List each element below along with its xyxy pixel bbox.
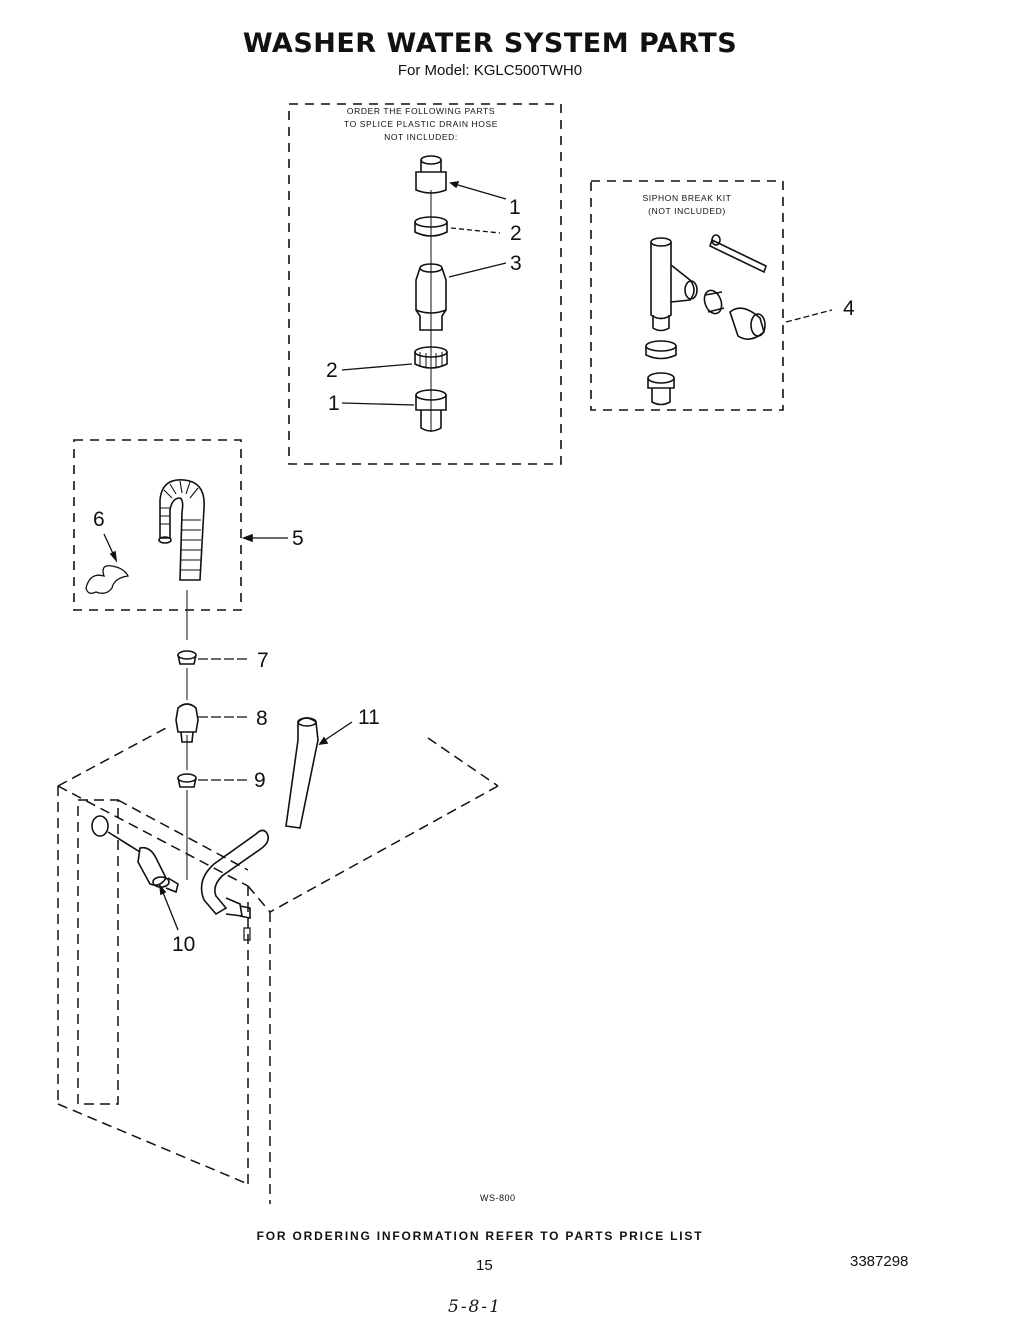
adapter-fitting-bottom [415,389,447,432]
cabinet-small-fitting [243,927,251,941]
siphon-cap [647,372,675,406]
splice-note-line3: NOT INCLUDED: [384,132,458,142]
callout-2-top: 2 [510,222,522,245]
siphon-elbow-adapter [729,307,766,340]
callout-3: 3 [510,252,522,275]
drain-elbow-part10 [107,831,179,894]
page-title: WASHER WATER SYSTEM PARTS [242,28,738,59]
splice-kit-box [288,103,562,465]
washer-cabinet [57,727,499,1204]
drain-hose-kit-box [73,439,242,611]
figure-code: WS-800 [480,1193,516,1203]
drain-port [91,815,109,837]
page-number: 15 [476,1257,493,1274]
siphon-tie-strap [709,234,767,274]
callout-10: 10 [172,933,195,956]
callout-7: 7 [257,649,269,672]
model-subtitle: For Model: KGLC500TWH0 [397,62,583,79]
corrugated-drain-hose [158,479,205,581]
siphon-clamp [703,289,725,315]
callout-6: 6 [93,508,105,531]
drain-adapter-part8 [175,703,199,743]
ordering-info: FOR ORDERING INFORMATION REFER TO PARTS … [256,1229,704,1243]
connector-tube [415,263,447,331]
adapter-fitting-top [415,155,447,194]
callout-4: 4 [843,297,855,320]
hose-clamp-bottom [414,346,448,369]
callout-2-bottom: 2 [326,359,338,382]
siphon-kit-box [590,180,784,411]
splice-note-line1: ORDER THE FOLLOWING PARTS [347,106,495,116]
tie-strap-squiggle [85,565,129,594]
hose-clamp-part9 [177,773,197,788]
inlet-hose-part11 [285,717,319,829]
callout-1-top: 1 [509,196,521,219]
hose-clamp-top [414,216,448,237]
siphon-note-line1: SIPHON BREAK KIT [643,193,732,203]
callout-1-bottom: 1 [328,392,340,415]
callout-8: 8 [256,707,268,730]
callout-9: 9 [254,769,266,792]
splice-note-line2: TO SPLICE PLASTIC DRAIN HOSE [344,119,498,129]
handwritten-note: 5-8-1 [448,1297,502,1317]
document-number: 3387298 [850,1253,909,1270]
hose-clamp-part7 [177,650,197,665]
internal-water-hose [200,829,270,919]
callout-5: 5 [292,527,304,550]
callout-11: 11 [358,706,380,729]
siphon-small-clamp [645,340,677,360]
siphon-note-line2: (NOT INCLUDED) [648,206,726,216]
siphon-tee-fitting [650,237,698,332]
